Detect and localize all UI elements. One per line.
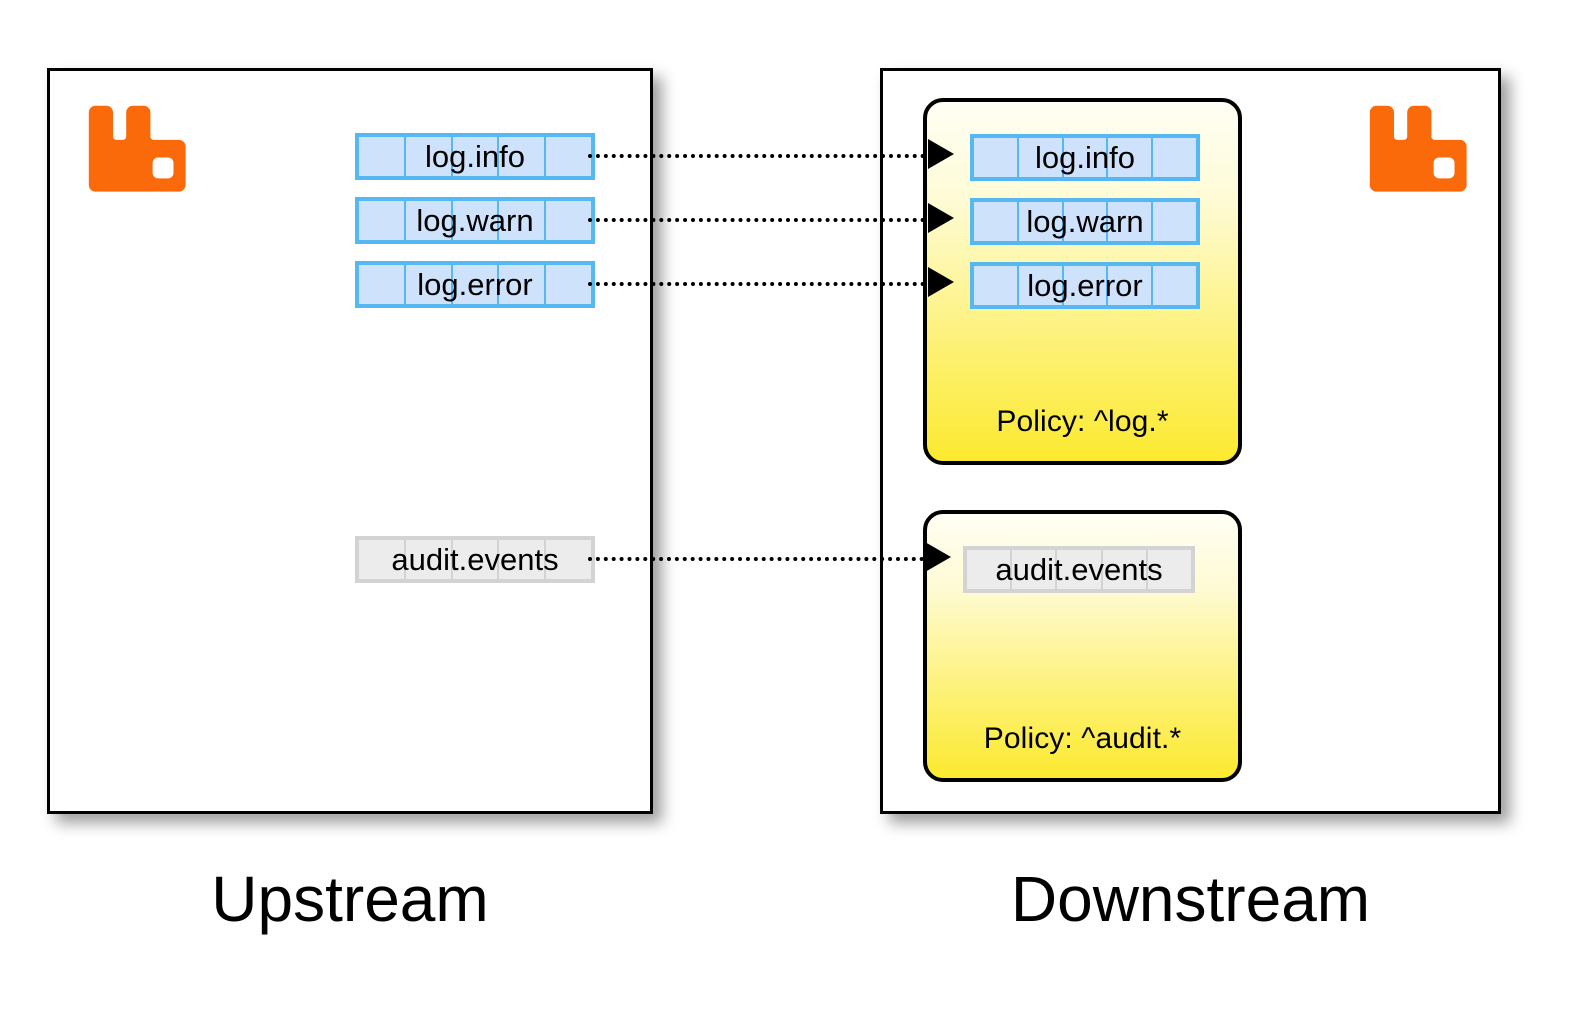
queue-segment (545, 136, 592, 177)
queue-segment (451, 539, 499, 580)
rabbitmq-logo-icon (1369, 105, 1467, 192)
queue-segment (1146, 549, 1193, 590)
queue-segment (358, 539, 405, 580)
queue-log-error[interactable]: log.error (355, 261, 595, 308)
queue-segment (358, 136, 405, 177)
queue-segment (451, 136, 499, 177)
queue-segment (1152, 201, 1197, 242)
queue-segment (358, 264, 405, 305)
queue-segment (966, 549, 1012, 590)
queue-segment (1107, 201, 1153, 242)
queue-segment (404, 539, 452, 580)
upstream-broker-panel: log.info log.warn log.error audit.events (47, 68, 653, 814)
downstream-broker-panel: log.info log.warn log.error Policy: ^log… (880, 68, 1501, 814)
queue-log-warn[interactable]: log.warn (355, 197, 595, 244)
queue-audit-events[interactable]: audit.events (355, 536, 595, 583)
queue-log-error[interactable]: log.error (970, 262, 1200, 309)
federation-link-log-warn (588, 218, 933, 222)
queue-segment (1017, 201, 1063, 242)
queue-segment (404, 264, 452, 305)
policy-group-audit[interactable]: audit.events Policy: ^audit.* (923, 510, 1242, 782)
queue-segment (498, 264, 546, 305)
queue-segment (498, 200, 546, 241)
queue-segment (1017, 265, 1063, 306)
queue-log-info[interactable]: log.info (355, 133, 595, 180)
queue-segment (545, 539, 592, 580)
queue-log-warn[interactable]: log.warn (970, 198, 1200, 245)
queue-segment (498, 539, 546, 580)
queue-segment (451, 264, 499, 305)
queue-segment (1107, 265, 1153, 306)
queue-segment (451, 200, 499, 241)
queue-segment (1011, 549, 1057, 590)
queue-segment (973, 137, 1018, 178)
queue-segment (1152, 265, 1197, 306)
queue-segment (545, 264, 592, 305)
queue-segment (973, 201, 1018, 242)
queue-segment (404, 200, 452, 241)
arrow-icon (928, 203, 954, 233)
queue-segment (358, 200, 405, 241)
queue-segment (498, 136, 546, 177)
federation-link-audit-events (588, 557, 932, 561)
policy-label: Policy: ^log.* (996, 405, 1169, 438)
queue-segment (1062, 265, 1108, 306)
queue-segment (404, 136, 452, 177)
queue-segment (1017, 137, 1063, 178)
upstream-caption: Upstream (211, 863, 489, 935)
rabbitmq-logo-icon (88, 105, 186, 192)
queue-audit-events[interactable]: audit.events (963, 546, 1195, 593)
queue-log-info[interactable]: log.info (970, 134, 1200, 181)
queue-segment (545, 200, 592, 241)
federation-link-log-error (588, 282, 933, 286)
downstream-caption: Downstream (1010, 863, 1371, 935)
queue-segment (1062, 201, 1108, 242)
queue-segment (1101, 549, 1147, 590)
federation-link-log-info (588, 154, 933, 158)
queue-segment (973, 265, 1018, 306)
arrow-icon (925, 542, 951, 572)
arrow-icon (928, 139, 954, 169)
policy-label: Policy: ^audit.* (983, 722, 1182, 755)
policy-group-log[interactable]: log.info log.warn log.error Policy: ^log… (923, 98, 1242, 465)
queue-segment (1056, 549, 1102, 590)
queue-segment (1062, 137, 1108, 178)
arrow-icon (928, 267, 954, 297)
queue-segment (1107, 137, 1153, 178)
queue-segment (1152, 137, 1197, 178)
